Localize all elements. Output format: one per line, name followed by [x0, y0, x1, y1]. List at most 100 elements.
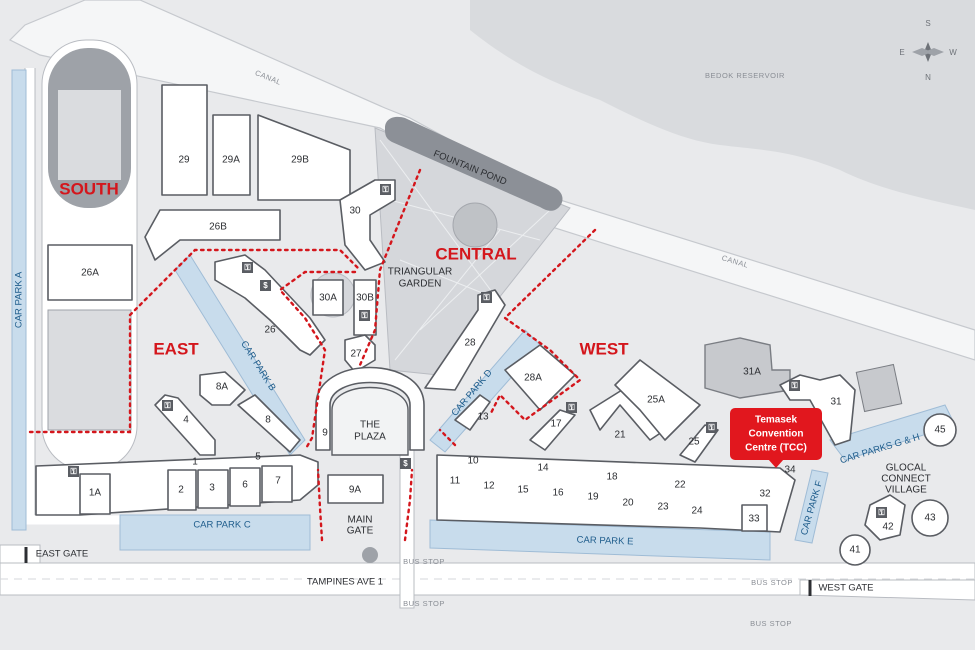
building-2-block[interactable]: [167, 469, 197, 511]
building-41-label: 41: [849, 545, 861, 556]
east-gate[interactable]: EAST GATE: [24, 547, 88, 563]
building-8a[interactable]: [199, 371, 246, 406]
building-5-label: 5: [255, 452, 261, 463]
sports-field: [47, 309, 132, 431]
building-32-label: 32: [759, 489, 771, 500]
building-2-label: 2: [178, 485, 184, 496]
zone-east-label: EAST: [153, 339, 199, 358]
building-30a[interactable]: [312, 279, 344, 316]
compass-e: E: [899, 48, 904, 57]
glocal-label-1: GLOCAL: [886, 463, 927, 474]
car-park-a-label: CAR PARK A: [14, 271, 25, 328]
building-45[interactable]: [923, 413, 957, 447]
building-34-label: 34: [784, 465, 796, 476]
fountain-pond: [385, 116, 563, 211]
building-33-block[interactable]: [741, 504, 768, 532]
building-9a-label: 9A: [349, 485, 362, 496]
compass-w: W: [949, 48, 957, 57]
the-plaza[interactable]: [315, 366, 425, 451]
car-park-f[interactable]: [794, 469, 829, 544]
svg-text:$: $: [263, 281, 268, 290]
building-24-label: 24: [691, 506, 703, 517]
compass-rose-icon: S E W N: [899, 19, 957, 82]
building-15-label: 15: [517, 485, 529, 496]
building-29a-label: 29A: [222, 155, 240, 166]
building-26a[interactable]: [47, 244, 133, 301]
building-16-label: 16: [552, 488, 564, 499]
plaza-label-2: PLAZA: [354, 432, 386, 443]
west-gate-label: WEST GATE: [818, 583, 873, 594]
building-30-label: 30: [349, 206, 361, 217]
building-13[interactable]: [454, 394, 491, 431]
building-28a-label: 28A: [524, 373, 542, 384]
building-41[interactable]: [839, 534, 871, 566]
toilet-icon: ⚿: [481, 292, 492, 303]
building-6-block[interactable]: [229, 467, 261, 507]
tcc-label-2: Convention: [749, 429, 804, 440]
building-43[interactable]: [911, 499, 949, 537]
tcc-callout[interactable]: Temasek Convention Centre (TCC): [730, 408, 822, 468]
building-4-label: 4: [183, 415, 189, 426]
car-park-e-label: CAR PARK E: [576, 535, 633, 548]
building-29[interactable]: [161, 84, 208, 196]
building-25[interactable]: [679, 424, 719, 463]
building-45-label: 45: [934, 425, 946, 436]
building-25-label: 25: [688, 437, 700, 448]
building-31a[interactable]: [704, 337, 791, 399]
building-28-label: 28: [464, 338, 476, 349]
toilet-icon: ⚿: [789, 380, 800, 391]
tcc-label-1: Temasek: [755, 415, 798, 426]
building-7-block[interactable]: [261, 465, 293, 503]
building-33-label: 33: [748, 514, 760, 525]
building-27[interactable]: [344, 334, 376, 373]
main-gate-roundabout: [362, 547, 378, 563]
car-park-e[interactable]: [429, 519, 771, 561]
west-gate[interactable]: WEST GATE: [808, 580, 874, 596]
building-31a-label: 31A: [743, 367, 761, 378]
building-30[interactable]: [339, 179, 396, 271]
compass-n: N: [925, 73, 931, 82]
building-28[interactable]: [424, 289, 506, 391]
building-23-label: 23: [657, 502, 669, 513]
building-26b[interactable]: [144, 209, 281, 261]
svg-text:⚿: ⚿: [164, 401, 170, 410]
reservoir-label: BEDOK RESERVOIR: [705, 71, 785, 80]
building-26[interactable]: [214, 254, 326, 356]
toilet-icon: ⚿: [242, 262, 253, 273]
building-17[interactable]: [529, 409, 576, 451]
west-wing[interactable]: [436, 454, 796, 533]
building-26b-label: 26B: [209, 222, 227, 233]
building-1a-label: 1A: [89, 488, 102, 499]
car-park-a[interactable]: [11, 69, 27, 531]
building-29-label: 29: [178, 155, 190, 166]
building-9a[interactable]: [327, 474, 384, 504]
svg-text:⚿: ⚿: [708, 423, 714, 432]
svg-text:⚿: ⚿: [483, 293, 489, 302]
main-gate-label-2: GATE: [347, 526, 374, 537]
building-10-label: 10: [467, 456, 479, 467]
toilet-icon: ⚿: [566, 402, 577, 413]
garden-fountain: [452, 202, 498, 248]
tcc-label-3: Centre (TCC): [745, 443, 807, 454]
main-gate-label-1: MAIN: [348, 515, 373, 526]
building-11-label: 11: [450, 476, 461, 487]
building-25a[interactable]: [614, 359, 701, 441]
building-6-label: 6: [242, 480, 248, 491]
plaza-floor: [331, 386, 409, 456]
building-1a-block[interactable]: [79, 473, 111, 515]
building-29b-label: 29B: [291, 155, 309, 166]
building-3-block[interactable]: [197, 469, 229, 509]
compass-s: S: [925, 19, 930, 28]
track-infield: [58, 90, 121, 180]
building-30a-label: 30A: [319, 293, 337, 304]
building-29a[interactable]: [212, 114, 251, 196]
car-park-c[interactable]: [119, 514, 311, 551]
svg-text:$: $: [403, 459, 408, 468]
plaza-gate-boundary: [316, 468, 414, 542]
building-12-label: 12: [483, 481, 495, 492]
building-30b[interactable]: [353, 279, 377, 336]
glocal-label-2: CONNECT: [881, 474, 930, 485]
building-27-label: 27: [350, 349, 362, 360]
toilet-icon: ⚿: [359, 310, 370, 321]
building-8[interactable]: [237, 394, 301, 453]
